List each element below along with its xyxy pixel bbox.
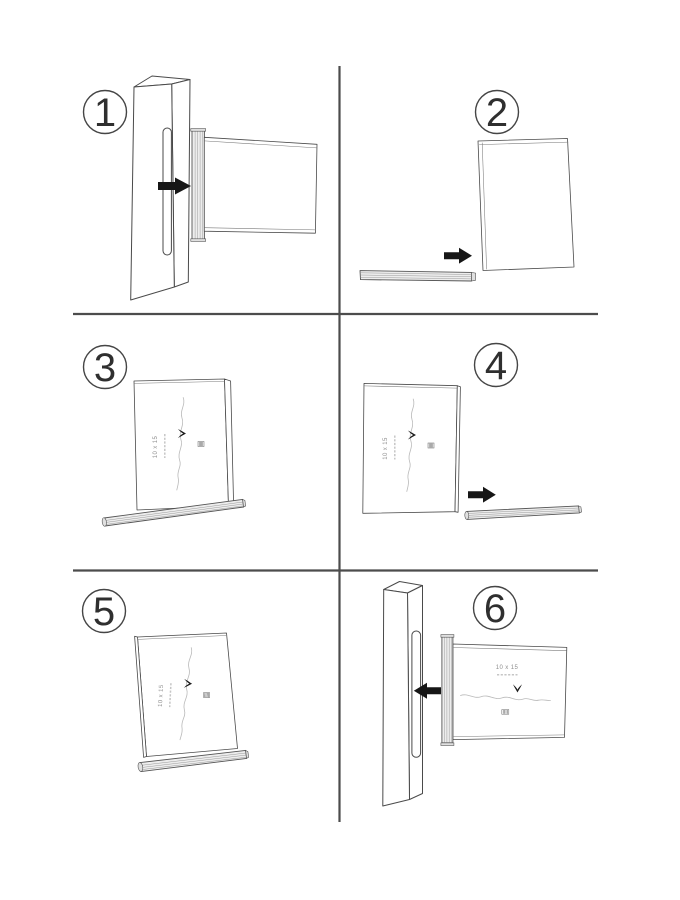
step-badge-circle: [81, 588, 127, 634]
rail-end-cap: [245, 749, 250, 759]
step-6-badge: 6: [472, 585, 518, 631]
rail-end-cap: [440, 742, 455, 746]
barcode-mark: [501, 709, 510, 715]
frame-insert-artwork: 10 x 15: [153, 397, 205, 491]
rail-end-cap: [440, 634, 455, 638]
frame-edge-line: [134, 381, 225, 384]
wall-post: [382, 581, 423, 807]
frame-face: [452, 643, 568, 740]
step-1-badge: 1: [82, 89, 128, 135]
picture-frame: [203, 136, 318, 234]
picture-frame: 10 x 15: [134, 632, 238, 758]
frame-edge-line: [452, 734, 565, 737]
rail-end-cap: [137, 762, 144, 772]
rail-end-cap: [242, 498, 247, 508]
frame-edge-line: [479, 141, 569, 145]
mounting-rail: [440, 634, 455, 746]
step-badge-circle: [472, 585, 518, 631]
step-5-badge: 5: [81, 588, 127, 634]
frame-edge-line: [481, 142, 487, 270]
step-4-number: 4: [485, 344, 507, 388]
mounting-rail: [101, 498, 247, 527]
frame-edge-line: [204, 140, 317, 149]
picture-frame: 10 x 15: [362, 383, 461, 514]
post-slot-opening: [411, 630, 422, 758]
mounting-rail-base: [137, 749, 250, 773]
frame-edge-line: [204, 227, 316, 231]
frame-edge-line: [138, 635, 227, 640]
arrow-left-icon: [413, 682, 441, 699]
picture-frame: 10 x 15: [452, 643, 568, 740]
barcode-mark: [427, 442, 435, 449]
picture-frame: 10 x 15: [133, 378, 234, 511]
step-3-panel: 3 10 x 15: [82, 344, 247, 527]
frame-edge-line: [364, 385, 458, 389]
wavy-line: [176, 397, 185, 491]
frame-side-face: [454, 385, 461, 513]
frame-face: [137, 632, 238, 757]
rail-end-cap: [190, 238, 206, 242]
arrow-right-icon: [468, 486, 496, 503]
step-badge-circle: [82, 89, 128, 135]
wavy-line: [460, 694, 551, 701]
frame-edge-line: [452, 647, 567, 651]
rail-end-cap: [464, 511, 470, 520]
frame-face: [203, 136, 318, 234]
step-badge-circle: [474, 89, 520, 135]
step-3-badge: 3: [82, 344, 128, 390]
step-5-number: 5: [93, 590, 115, 634]
frame-size-label: 10 x 15: [496, 665, 519, 671]
step-4-badge: 4: [473, 342, 519, 388]
frame-insert-artwork: 10 x 15: [383, 398, 435, 492]
rail-end-cap: [471, 272, 476, 282]
barcode-mark: [197, 441, 205, 447]
step-5-panel: 5 10 x 15: [81, 588, 250, 773]
rail-end-cap: [101, 517, 107, 527]
step-1-panel: 1: [82, 75, 318, 301]
step-4-panel: 4 10 x 15: [362, 342, 582, 520]
frame-side-face: [134, 635, 147, 758]
picture-frame: [477, 138, 575, 271]
step-6-number: 6: [484, 587, 506, 631]
arrow-right-icon: [444, 247, 472, 264]
frame-size-label: 10 x 15: [153, 435, 159, 458]
post-slot-opening: [162, 127, 172, 256]
frame-face: [477, 138, 575, 271]
step-2-panel: 2: [359, 89, 575, 282]
step-2-badge: 2: [474, 89, 520, 135]
barcode-mark: [203, 692, 210, 698]
mounting-rail: [190, 128, 206, 242]
rail-end-cap: [190, 128, 206, 132]
step-badge-circle: [473, 342, 519, 388]
mounting-rail: [359, 270, 476, 282]
mounting-rail: [464, 505, 582, 520]
rail-end-cap: [578, 505, 582, 514]
frame-subtext-line: [168, 683, 172, 708]
arrow-right-icon: [158, 177, 191, 195]
assembled-table-stand: 10 x 15: [134, 632, 250, 773]
panel-dividers: [73, 66, 598, 822]
frame-face: [362, 383, 458, 514]
frame-size-label: 10 x 15: [383, 437, 389, 460]
wavy-line: [179, 647, 193, 741]
frame-size-label: 10 x 15: [158, 684, 165, 707]
frame-insert-artwork: 10 x 15: [460, 665, 551, 715]
step-1-number: 1: [94, 91, 116, 135]
step-badge-circle: [82, 344, 128, 390]
frame-insert-artwork: 10 x 15: [158, 647, 210, 741]
step-2-number: 2: [486, 91, 508, 135]
post-front-face: [382, 589, 410, 807]
step-3-number: 3: [94, 346, 116, 390]
step-6-panel: 6 10 x 15: [382, 581, 568, 807]
wavy-line: [406, 398, 415, 492]
